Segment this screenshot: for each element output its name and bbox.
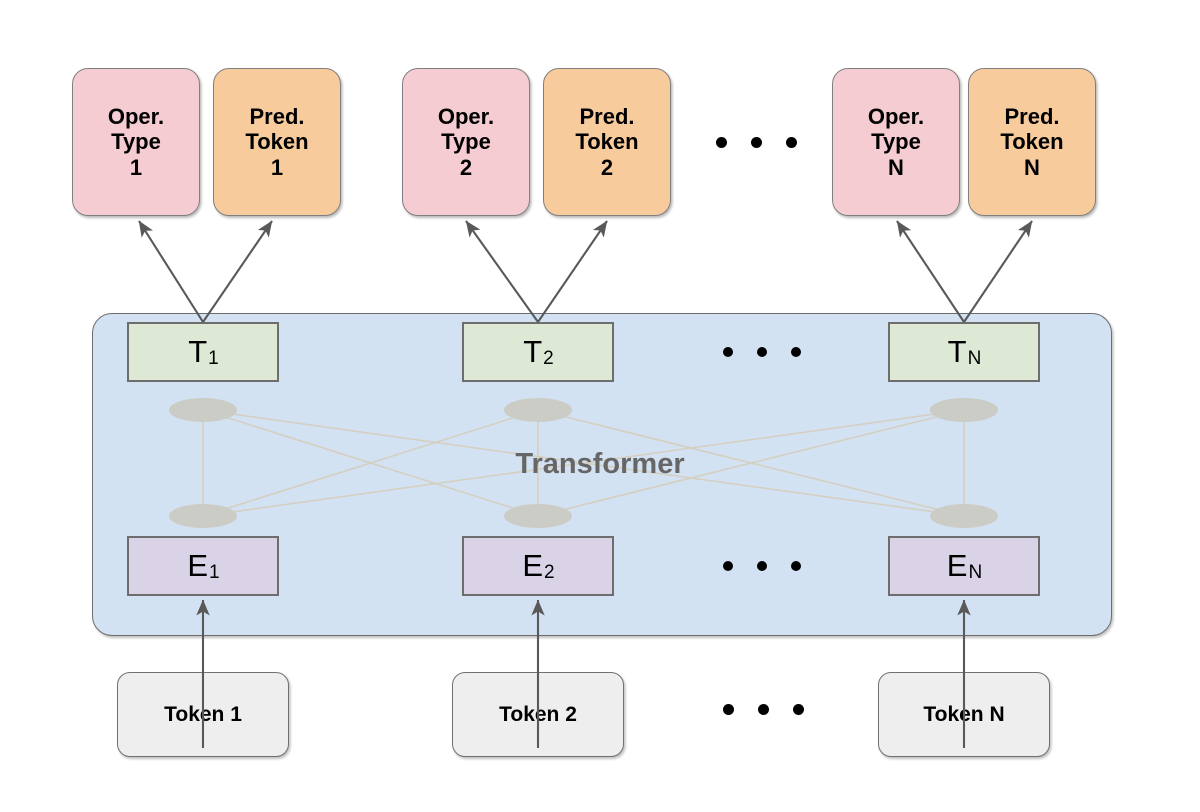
e-box-2-subscript: 2 — [544, 562, 555, 584]
t-box-n-letter: T — [947, 334, 967, 370]
mesh-edges — [202, 409, 965, 517]
e-box-n-letter: E — [946, 548, 968, 584]
t-box-2-subscript: 2 — [543, 348, 554, 370]
arrows-column-2 — [465, 220, 608, 748]
pred-token-box-n[interactable]: Pred. Token N — [968, 68, 1096, 216]
ellipsis-dot — [791, 347, 801, 357]
ellipsis-dot — [716, 137, 727, 148]
t-box-1-subscript: 1 — [208, 348, 219, 370]
oper-type-box-n[interactable]: Oper. Type N — [832, 68, 960, 216]
t-box-2-letter: T — [523, 334, 543, 370]
ellipsis-t-row — [723, 347, 801, 357]
t-box-1-letter: T — [188, 334, 208, 370]
pred-token-box-1[interactable]: Pred. Token 1 — [213, 68, 341, 216]
ellipsis-dot — [793, 704, 804, 715]
ellipsis-dot — [723, 347, 733, 357]
ellipsis-dot — [723, 561, 733, 571]
ellipsis-dot — [786, 137, 797, 148]
arrows-column-n — [896, 220, 1033, 748]
ellipsis-dot — [758, 704, 769, 715]
ellipsis-dot — [757, 347, 767, 357]
e-box-n-subscript: N — [968, 562, 983, 584]
e-box-1-subscript: 1 — [209, 562, 220, 584]
ellipsis-output-row — [716, 137, 797, 148]
oper-type-box-1[interactable]: Oper. Type 1 — [72, 68, 200, 216]
ellipsis-e-row — [723, 561, 801, 571]
mesh-nodes — [169, 398, 998, 528]
ellipsis-dot — [791, 561, 801, 571]
e-box-2-letter: E — [522, 548, 544, 584]
ellipsis-dot — [757, 561, 767, 571]
arrows-column-1 — [138, 220, 273, 748]
ellipsis-dot — [723, 704, 734, 715]
t-box-n-subscript: N — [967, 348, 982, 370]
ellipsis-dot — [751, 137, 762, 148]
oper-type-box-2[interactable]: Oper. Type 2 — [402, 68, 530, 216]
ellipsis-token-row — [723, 704, 804, 715]
pred-token-box-2[interactable]: Pred. Token 2 — [543, 68, 671, 216]
e-box-1-letter: E — [187, 548, 209, 584]
